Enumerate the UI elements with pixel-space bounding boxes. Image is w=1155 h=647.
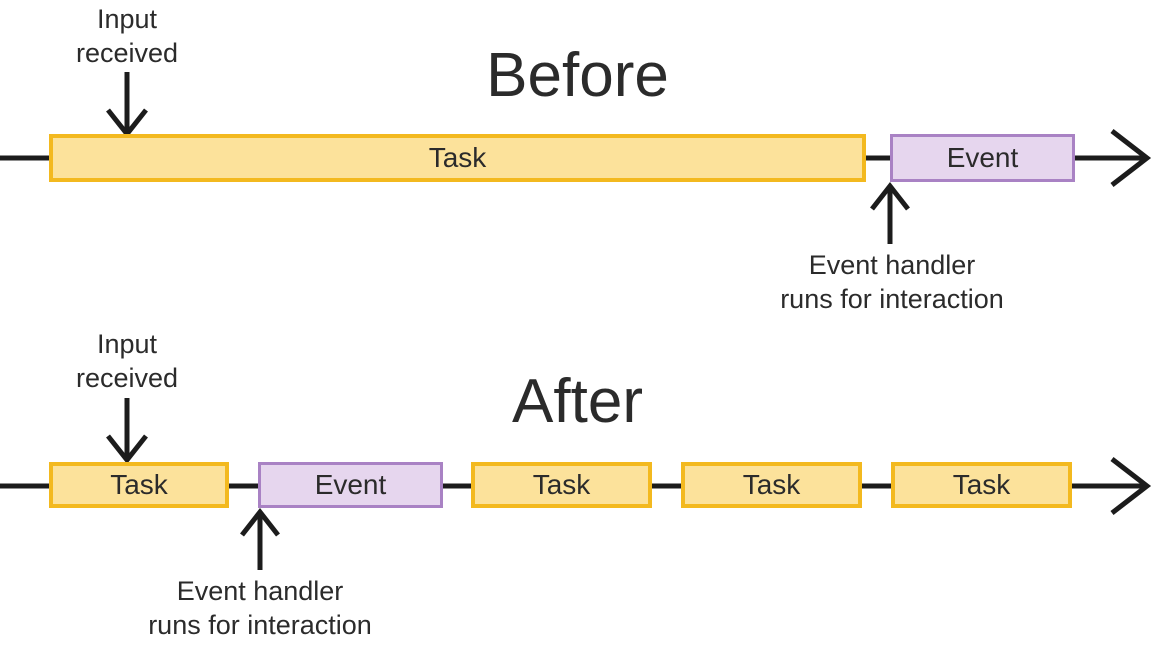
after-input-line2: received [75,363,179,393]
before-handler-arrow [870,181,910,244]
before-input-line1: Input [96,4,158,34]
after-task-block-2: Task [471,462,652,508]
before-handler-line2: runs for interaction [780,284,1004,314]
after-section-title: After [512,367,643,436]
after-event-block: Event [258,462,443,508]
after-handler-line2: runs for interaction [148,610,372,640]
before-section-title: Before [486,41,669,110]
after-input-arrow [106,398,148,465]
before-task-block: Task [49,134,866,182]
after-input-received-label: Input received [27,327,227,395]
after-task-block-3: Task [681,462,862,508]
before-event-handler-label: Event handler runs for interaction [742,248,1042,316]
after-handler-arrow [240,507,280,570]
before-handler-line1: Event handler [808,250,976,280]
before-event-block: Event [890,134,1075,182]
after-task-block-1: Task [49,462,229,508]
after-event-handler-label: Event handler runs for interaction [110,574,410,642]
before-input-received-label: Input received [27,2,227,70]
after-handler-line1: Event handler [176,576,344,606]
before-input-line2: received [75,38,179,68]
after-task-block-4: Task [891,462,1072,508]
after-input-line1: Input [96,329,158,359]
